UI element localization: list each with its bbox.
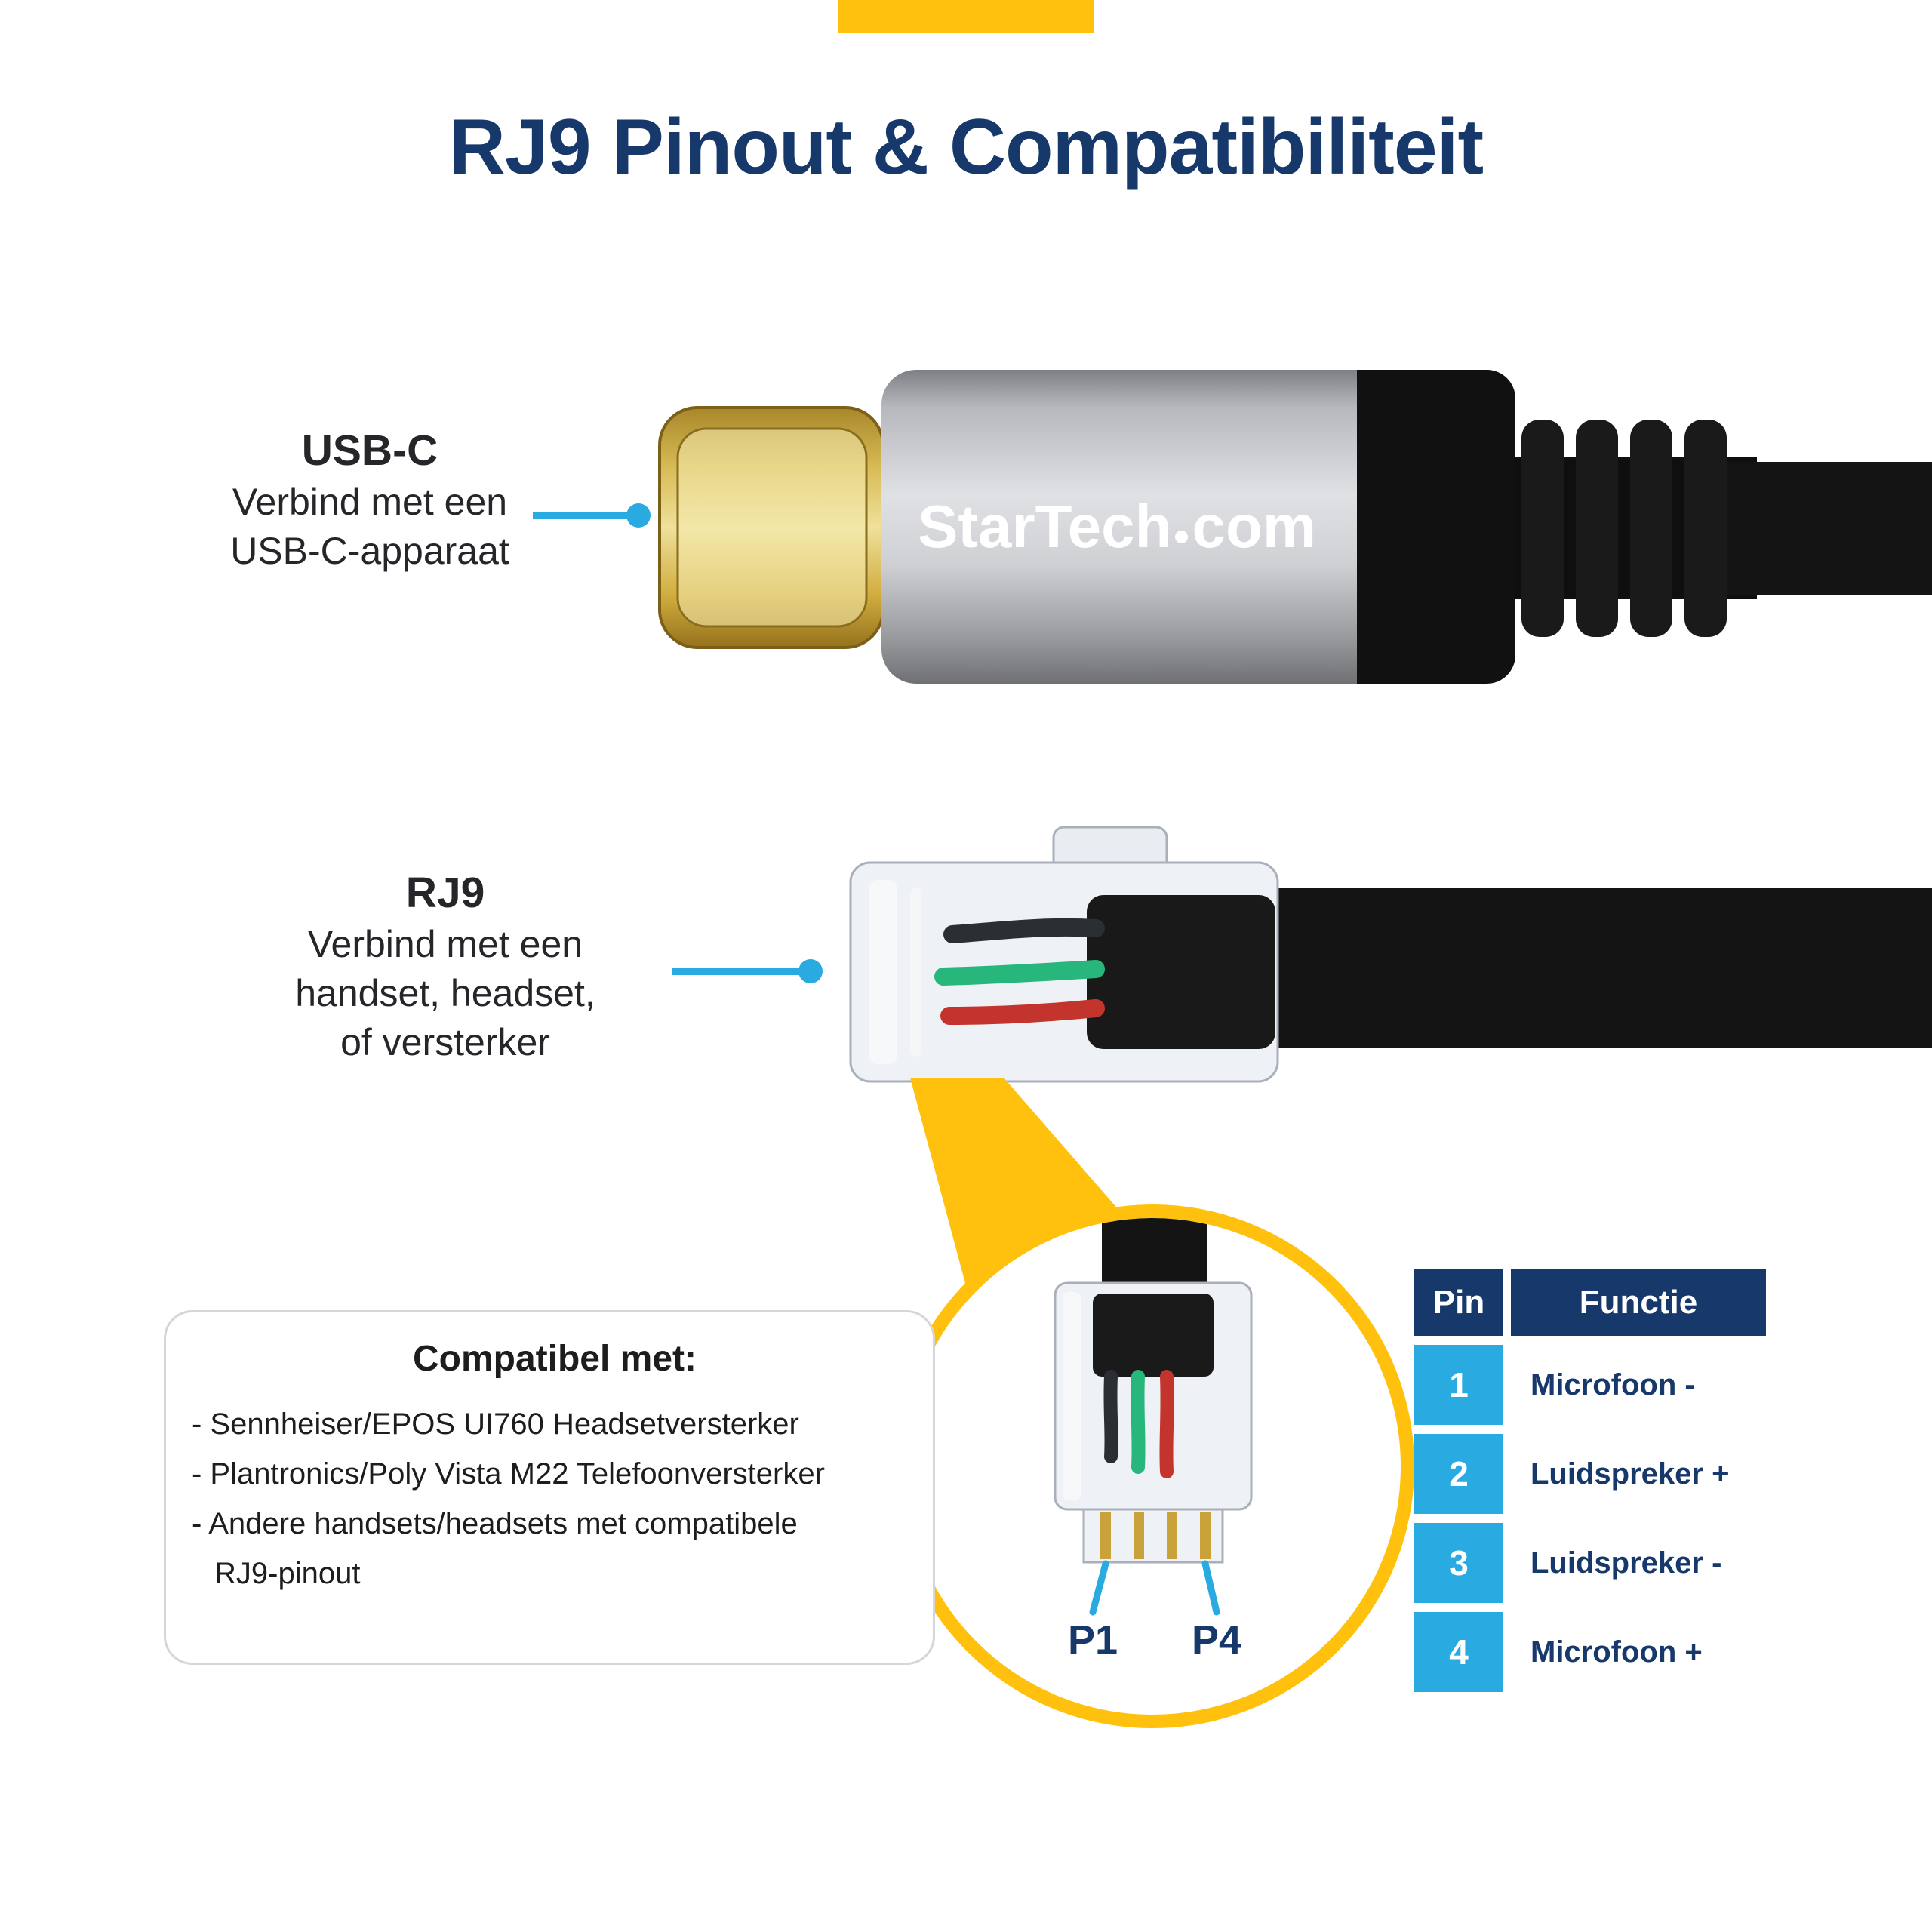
table-cell-pin: 1 (1414, 1345, 1503, 1425)
usb-c-connector-illustration (658, 370, 1932, 684)
table-cell-pin: 2 (1414, 1434, 1503, 1514)
logo-text-right: com (1192, 493, 1316, 560)
strain-relief-rib (1576, 420, 1618, 637)
page-title: RJ9 Pinout & Compatibiliteit (448, 103, 1484, 191)
usb-c-tip-opening (676, 427, 868, 628)
closeup-highlight (1063, 1292, 1081, 1500)
table-cell-functie: Microfoon - (1511, 1345, 1766, 1425)
usb-c-label: USB-C Verbind met een USB-C-apparaat (196, 424, 543, 576)
rj9-label-line: handset, headset, (295, 972, 595, 1015)
strain-relief-rib (1630, 420, 1672, 637)
rj9-label-line: Verbind met een (307, 923, 583, 966)
pin-label-p1: P1 (1067, 1617, 1118, 1663)
usb-c-callout-dot (626, 503, 651, 528)
compat-item-wrap: RJ9-pinout (214, 1557, 361, 1590)
top-accent-bar (838, 0, 1094, 33)
table-row: 2 Luidspreker + (1414, 1434, 1766, 1514)
rj9-cable (1224, 888, 1932, 1048)
table-cell-functie: Luidspreker + (1511, 1434, 1766, 1514)
usb-c-label-line: USB-C-apparaat (230, 530, 509, 573)
closeup-pin (1100, 1512, 1111, 1559)
strain-relief-rib (1521, 420, 1564, 637)
table-cell-pin: 4 (1414, 1612, 1503, 1692)
rj9-connector-illustration (849, 826, 1932, 1083)
compat-item: - Plantronics/Poly Vista M22 Telefoonver… (192, 1457, 825, 1491)
usb-c-label-line: Verbind met een (232, 481, 508, 524)
logo-dot-icon (1175, 531, 1189, 543)
rj9-wire-black (943, 918, 1105, 943)
usb-c-callout-line (533, 512, 634, 519)
table-row: 1 Microfoon - (1414, 1345, 1766, 1425)
table-cell-functie: Microfoon + (1511, 1612, 1766, 1692)
p4-pointer-line (1201, 1560, 1220, 1616)
rj9-highlight (869, 880, 897, 1064)
closeup-pin (1134, 1512, 1144, 1559)
compatibility-box: Compatibel met: - Sennheiser/EPOS UI760 … (164, 1310, 935, 1665)
compat-item: - Andere handsets/headsets met compatibe… (192, 1507, 798, 1540)
rj9-callout-line (672, 968, 806, 975)
usb-c-overmold (1357, 370, 1515, 684)
rj9-cable-stub (1087, 895, 1275, 1049)
table-header-functie: Functie (1511, 1269, 1766, 1336)
closeup-stub (1093, 1294, 1214, 1377)
table-cell-functie: Luidspreker - (1511, 1523, 1766, 1603)
closeup-wire-red (1159, 1370, 1174, 1478)
usb-cable (1727, 462, 1932, 595)
closeup-wire-black (1103, 1370, 1118, 1463)
closeup-wire-green (1131, 1370, 1146, 1474)
closeup-pin (1200, 1512, 1211, 1559)
p1-pointer-line (1089, 1560, 1109, 1616)
logo-text-left: StarTech (918, 493, 1172, 560)
rj9-label: RJ9 Verbind met een handset, headset, of… (249, 866, 641, 1067)
rj9-closeup (1054, 1218, 1253, 1564)
compat-title: Compatibel met: (412, 1339, 697, 1379)
table-row: 4 Microfoon + (1414, 1612, 1766, 1692)
rj9-highlight (910, 888, 921, 1057)
usb-c-housing (881, 370, 1357, 684)
rj9-callout-dot (798, 959, 823, 983)
rj9-label-line: of versterker (340, 1021, 550, 1064)
compat-item: - Sennheiser/EPOS UI760 Headsetversterke… (192, 1407, 799, 1441)
table-row: 3 Luidspreker - (1414, 1523, 1766, 1603)
rj9-wire-green (934, 960, 1105, 986)
pin-table: Pin Functie 1 Microfoon - 2 Luidspreker … (1414, 1269, 1766, 1692)
table-header-row: Pin Functie (1414, 1269, 1766, 1336)
table-header-pin: Pin (1414, 1269, 1503, 1336)
usb-c-label-title: USB-C (301, 426, 438, 475)
startech-logo: StarTech com (891, 492, 1343, 561)
closeup-pin (1167, 1512, 1177, 1559)
pin-label-p4: P4 (1191, 1617, 1242, 1663)
rj9-wire-red (940, 999, 1105, 1025)
strain-relief-rib (1684, 420, 1727, 637)
rj9-label-title: RJ9 (405, 869, 485, 917)
table-cell-pin: 3 (1414, 1523, 1503, 1603)
